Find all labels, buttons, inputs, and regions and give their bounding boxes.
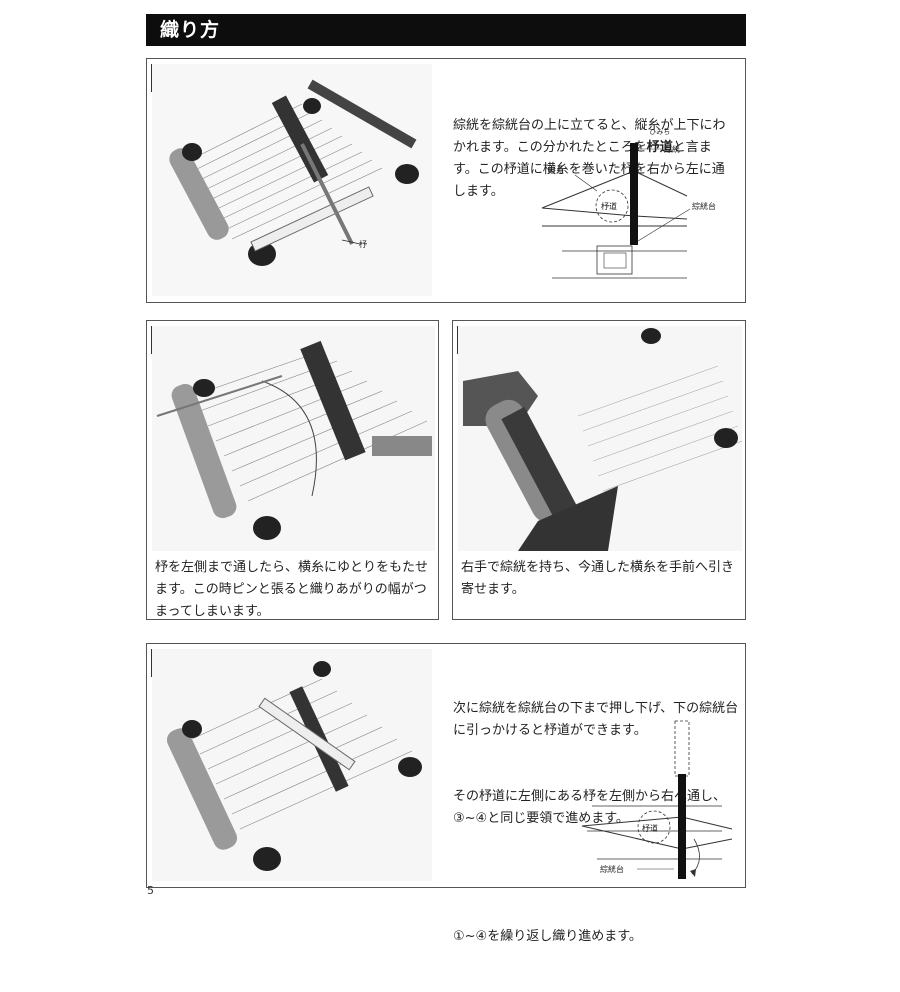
diagram-4-shed-label: 杼道 [642, 823, 658, 833]
step-1-panel: 1 杼 綜絖を綜絖台の上に立てると、縦糸が上下にわかれます。この分かれ [146, 58, 746, 303]
step-1-text-after: と言ます。この杼道に横糸を巻いた杼を右から左に通します。 [453, 140, 725, 199]
step-4-panel: 4 次に綜絖を綜絖台の下まで押し下げ、下の綜絖台に引っかけると杼道ができます。 … [146, 643, 746, 944]
step-4-line-1: 次に綜絖を綜絖台の下まで押し下げ、下の綜絖台に引っかけると杼道ができます。 [453, 701, 739, 738]
diagram-shed-label: 杼道 [601, 201, 617, 211]
shed-diagram-1: 杼道 縦糸 綜絖 綜絖台 [541, 141, 742, 286]
page-title: 織り方 [146, 14, 746, 46]
shed-term: ひみち杼道 [646, 128, 673, 159]
diagram-4-heddle-stand-label: 綜絖台 [600, 864, 624, 874]
shed-diagram-4: 杼道 綜絖台 [581, 719, 742, 881]
loom-illustration-1: 杼 [152, 64, 432, 296]
step-2-panel: 2 杼を左側まで通したら、横糸にゆとりをもたせます。この時ピンと張ると織りあがり… [146, 320, 439, 620]
step-4-line-2: その杼道に左側にある杼を左側から右へ通し、③~④と同じ要領で進めます。 [453, 789, 727, 826]
shuttle-label: 杼 [359, 239, 367, 249]
step-3-text: 右手で綜絖を持ち、今通した横糸を手前へ引き寄せます。 [461, 560, 735, 597]
page-number: 5 [147, 884, 154, 897]
diagram-heddle-label: 綜絖 [664, 144, 680, 154]
loom-illustration-4 [152, 649, 432, 881]
diagram-warp-label: 縦糸 [548, 165, 564, 175]
loom-illustration-3 [458, 326, 742, 551]
step-1-text-before: 綜絖を綜絖台の上に立てると、縦糸が上下にわかれます。この分かれたところを [453, 118, 726, 155]
diagram-heddle-stand-label: 綜絖台 [692, 201, 716, 211]
loom-illustration-2 [152, 326, 435, 551]
step-2-text: 杼を左側まで通したら、横糸にゆとりをもたせます。この時ピンと張ると織りあがりの幅… [155, 560, 429, 619]
shed-reading: ひみち [649, 128, 671, 136]
step-3-panel: 3 右手で綜絖を持ち、今通した横糸を手前へ引き寄せます。 [452, 320, 746, 620]
step-4-photo [152, 649, 432, 881]
step-2-photo [152, 326, 435, 551]
step-4-line-4: ①~④を繰り返し織り進めます。 [453, 929, 642, 944]
shed-term-base: 杼道 [646, 140, 673, 155]
step-1-photo: 杼 [152, 64, 432, 296]
step-3-photo [458, 326, 742, 551]
step-1-text: 綜絖を綜絖台の上に立てると、縦糸が上下にわかれます。この分かれたところをひみち杼… [453, 71, 735, 247]
